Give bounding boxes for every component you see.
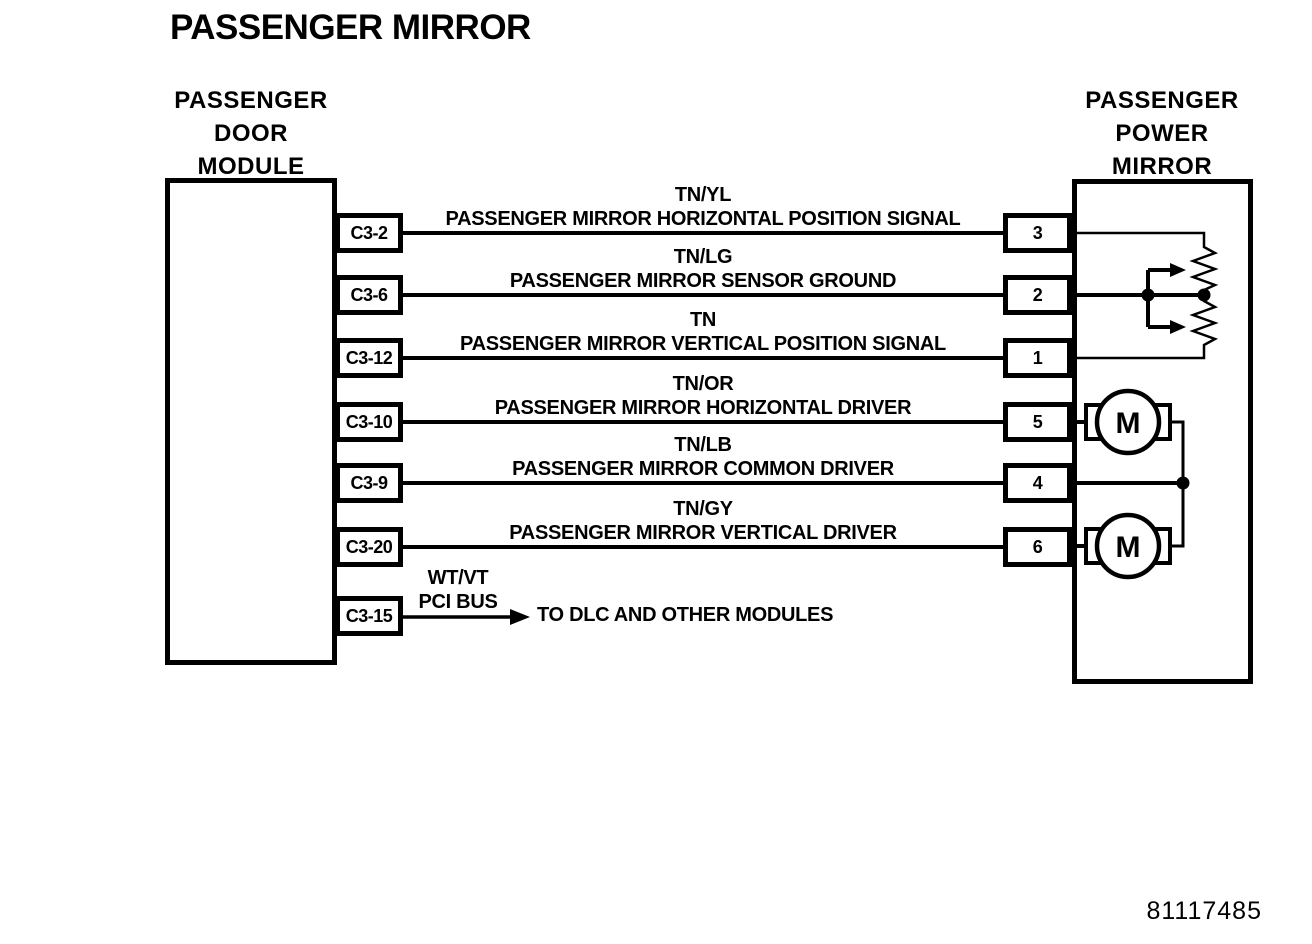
motor-icon: M xyxy=(1084,388,1172,456)
left-module-label-line1: PASSENGER xyxy=(174,87,328,114)
wire-color-code: TN/LG xyxy=(673,246,733,268)
pin-box-c3-20: C3-20 xyxy=(335,527,403,567)
passenger-door-module-box xyxy=(165,178,337,665)
pin-label: C3-15 xyxy=(345,605,393,626)
pin-box-c3-6: C3-6 xyxy=(335,275,403,315)
right-module-label-line1: PASSENGER xyxy=(1085,87,1239,114)
wire-label-sensor-ground: TN/LG PASSENGER MIRROR SENSOR GROUND xyxy=(403,245,1003,293)
pin-box-c3-12: C3-12 xyxy=(335,338,403,378)
pin-box-5: 5 xyxy=(1003,402,1072,442)
junction-dot xyxy=(1197,288,1211,302)
part-number: 81117485 xyxy=(1146,897,1262,925)
wire-label-horizontal-driver: TN/OR PASSENGER MIRROR HORIZONTAL DRIVER xyxy=(403,372,1003,420)
junction-dot xyxy=(1176,476,1190,490)
right-module-label-line3: MIRROR xyxy=(1111,153,1213,180)
pin-label: 2 xyxy=(1032,284,1043,305)
wire-label-common-driver: TN/LB PASSENGER MIRROR COMMON DRIVER xyxy=(403,433,1003,481)
pin-box-c3-10: C3-10 xyxy=(335,402,403,442)
pin-box-3: 3 xyxy=(1003,213,1072,253)
wire-sensor-ground xyxy=(403,293,1003,297)
wire-vertical-driver xyxy=(403,545,1003,549)
pin-box-c3-9: C3-9 xyxy=(335,463,403,503)
pci-bus-arrow-icon xyxy=(403,609,530,625)
wire-color-code: TN/YL xyxy=(674,184,732,206)
pin-box-2: 2 xyxy=(1003,275,1072,315)
pin-label: C3-12 xyxy=(345,347,393,368)
motor-icon: M xyxy=(1084,512,1172,580)
pin-label: C3-9 xyxy=(350,472,388,493)
pin-label: 5 xyxy=(1032,411,1043,432)
pin-label: C3-10 xyxy=(345,411,393,432)
mirror-internal-circuit: M M xyxy=(1072,231,1219,580)
motor-wire xyxy=(1170,483,1185,548)
pin-label: C3-20 xyxy=(345,536,393,557)
wire-vertical-position-signal xyxy=(403,356,1003,360)
wiper-arrow-icon xyxy=(1146,263,1186,334)
pin-box-c3-15: C3-15 xyxy=(335,596,403,636)
left-module-label: PASSENGER DOOR MODULE xyxy=(141,84,361,183)
wire-circuit-name: PASSENGER MIRROR HORIZONTAL POSITION SIG… xyxy=(445,208,961,230)
wire-color-code: WT/VT xyxy=(427,567,489,589)
wire-label-vertical-position-signal: TN PASSENGER MIRROR VERTICAL POSITION SI… xyxy=(403,308,1003,356)
pin-label: 6 xyxy=(1032,536,1043,557)
junction-dot xyxy=(1141,288,1155,302)
left-module-label-line2: DOOR xyxy=(214,120,288,147)
pin-box-6: 6 xyxy=(1003,527,1072,567)
wire-horizontal-position-signal xyxy=(403,231,1003,235)
wire-color-code: TN/LB xyxy=(674,434,732,456)
page-title: PASSENGER MIRROR xyxy=(170,8,531,47)
motor-letter: M xyxy=(1116,407,1141,440)
wire-circuit-name: PASSENGER MIRROR SENSOR GROUND xyxy=(509,270,897,292)
wire-circuit-name: PASSENGER MIRROR HORIZONTAL DRIVER xyxy=(494,397,912,419)
pin-label: C3-2 xyxy=(350,222,388,243)
wire-color-code: TN/OR xyxy=(672,373,734,395)
motor-letter: M xyxy=(1116,531,1141,564)
pin-label: 1 xyxy=(1032,347,1043,368)
pin-label: C3-6 xyxy=(350,284,388,305)
wire-circuit-name: PASSENGER MIRROR COMMON DRIVER xyxy=(512,458,894,480)
pin-label: 3 xyxy=(1032,222,1043,243)
wire-label-horizontal-position-signal: TN/YL PASSENGER MIRROR HORIZONTAL POSITI… xyxy=(403,183,1003,231)
pin-box-4: 4 xyxy=(1003,463,1072,503)
pin-label: 4 xyxy=(1032,472,1043,493)
wire-label-vertical-driver: TN/GY PASSENGER MIRROR VERTICAL DRIVER xyxy=(403,497,1003,545)
wire-common-driver xyxy=(403,481,1003,485)
right-module-label: PASSENGER POWER MIRROR xyxy=(1052,84,1272,183)
pin-box-c3-2: C3-2 xyxy=(335,213,403,253)
wire-circuit-name: PASSENGER MIRROR VERTICAL POSITION SIGNA… xyxy=(460,333,946,355)
wire-circuit-name: PCI BUS xyxy=(418,591,498,613)
wire-color-code: TN/GY xyxy=(673,498,733,520)
pin-box-1: 1 xyxy=(1003,338,1072,378)
wire-label-pci-bus: WT/VT PCI BUS xyxy=(403,566,513,614)
pci-bus-destination-text: TO DLC AND OTHER MODULES xyxy=(537,604,834,626)
motor-wire xyxy=(1170,420,1185,483)
right-module-label-line2: POWER xyxy=(1115,120,1209,147)
wire-color-code: TN xyxy=(689,309,717,331)
left-module-label-line3: MODULE xyxy=(197,153,305,180)
wire-circuit-name: PASSENGER MIRROR VERTICAL DRIVER xyxy=(509,522,897,544)
wire-horizontal-driver xyxy=(403,420,1003,424)
